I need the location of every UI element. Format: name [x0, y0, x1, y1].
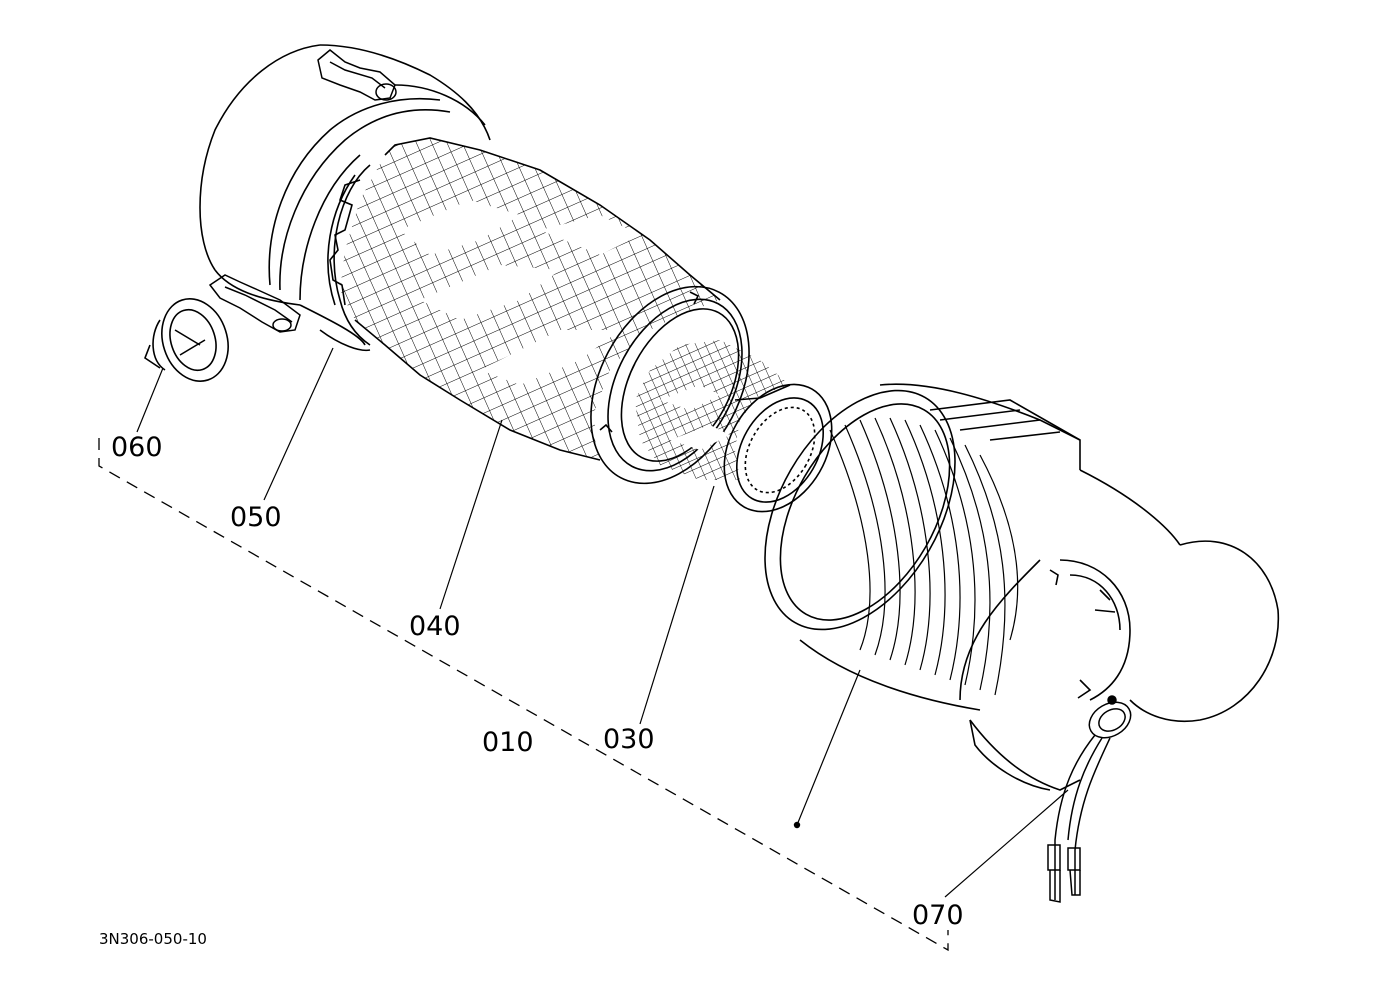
clamp-latch-bottom — [210, 275, 300, 332]
callout-050: 050 — [230, 502, 282, 533]
callout-070: 070 — [912, 900, 964, 931]
leader-lines — [137, 348, 1068, 897]
restriction-sensor — [1047, 695, 1137, 902]
clamp-latch-top — [318, 50, 396, 100]
intake-ring-060 — [145, 290, 238, 390]
inner-filter-030 — [635, 340, 854, 531]
callout-060: 060 — [111, 432, 163, 463]
housing-cap — [200, 45, 490, 350]
callout-010: 010 — [482, 727, 534, 758]
housing-ribs — [830, 418, 1018, 695]
callout-030: 030 — [603, 724, 655, 755]
assembly-bracket-010 — [99, 438, 948, 950]
leader-dot-070 — [793, 821, 801, 829]
drawing-code: 3N306-050-10 — [99, 930, 207, 948]
callout-040: 040 — [409, 611, 461, 642]
main-housing-070 — [726, 357, 1279, 790]
